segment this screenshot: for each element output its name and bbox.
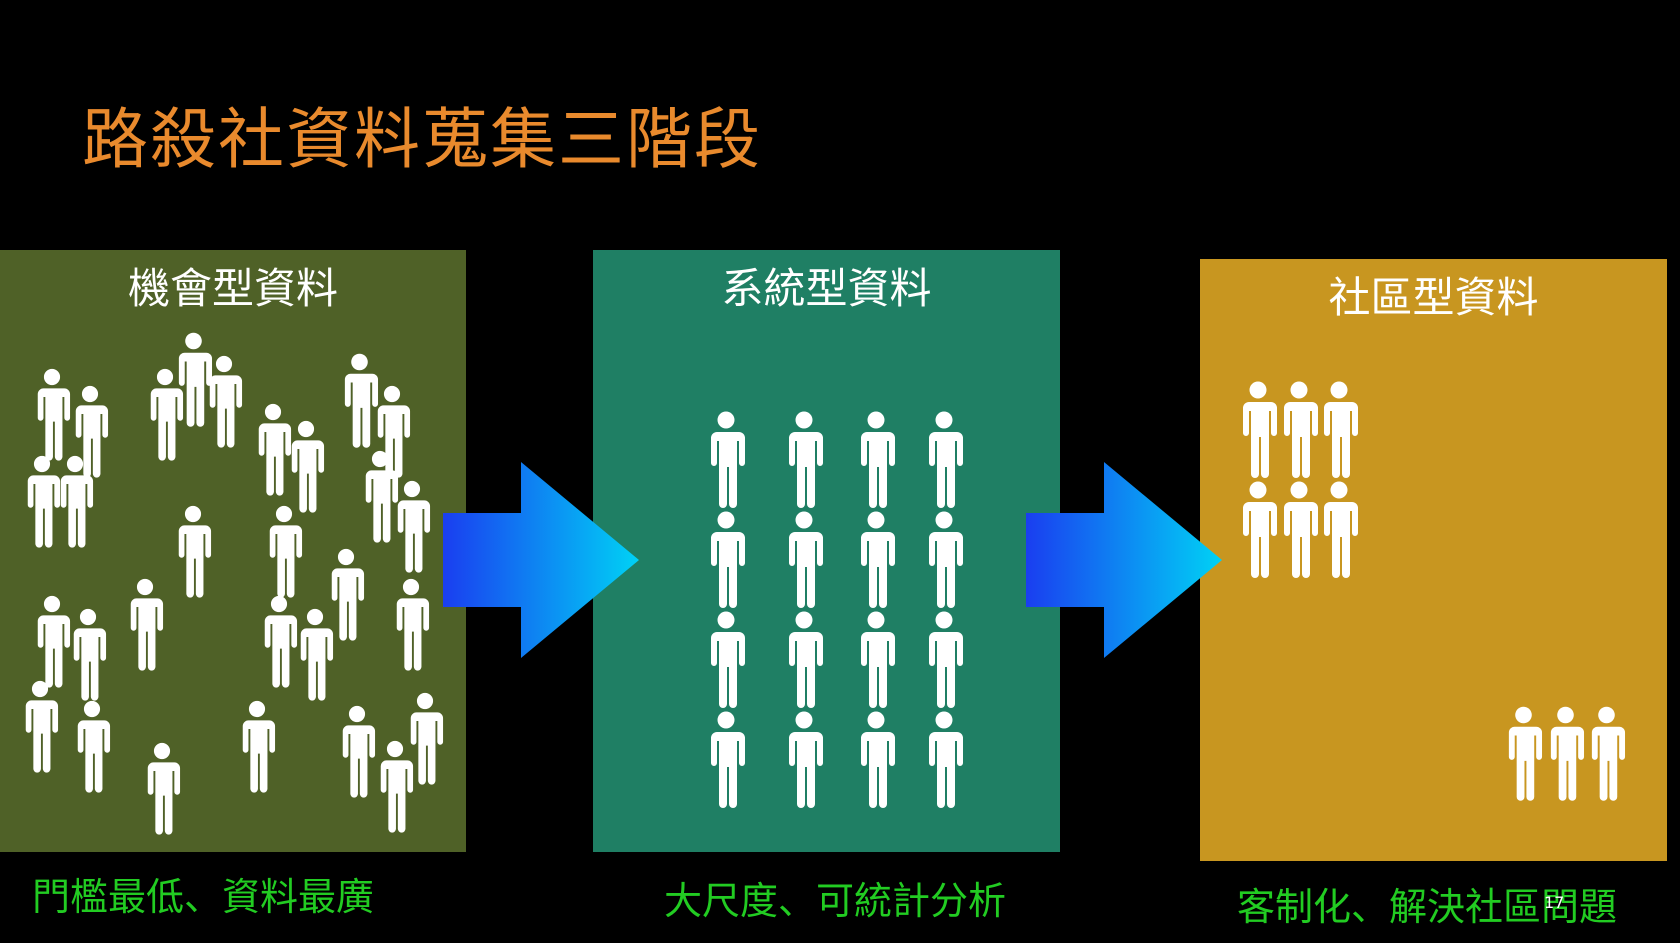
caption-systematic: 大尺度、可統計分析 <box>664 879 1007 923</box>
person-icon <box>856 511 896 609</box>
person-icon <box>254 403 292 497</box>
page-number: 17 <box>1544 893 1565 912</box>
person-icon <box>1504 706 1543 802</box>
person-icon <box>856 611 896 709</box>
person-icon <box>174 505 212 599</box>
person-icon <box>784 411 824 509</box>
person-icon <box>260 595 298 689</box>
person-icon <box>924 711 964 809</box>
panel-systematic-data: 系統型資料 <box>593 250 1060 852</box>
person-icon <box>56 455 94 549</box>
person-icon <box>856 711 896 809</box>
person-icon <box>238 700 276 794</box>
person-icon <box>784 711 824 809</box>
caption-opportunity: 門檻最低、資料最廣 <box>32 875 375 919</box>
right-arrow-icon <box>443 462 639 658</box>
person-icon <box>1279 381 1319 479</box>
person-icon <box>856 411 896 509</box>
person-icon <box>376 740 414 834</box>
person-icon <box>205 355 243 449</box>
person-icon <box>706 511 746 609</box>
person-icon <box>393 480 431 574</box>
person-icon <box>327 548 365 642</box>
person-icon <box>784 611 824 709</box>
panel-community-data: 社區型資料 <box>1200 259 1667 861</box>
person-icon <box>296 608 334 702</box>
person-icon <box>924 511 964 609</box>
person-icon <box>33 595 71 689</box>
person-icon <box>69 608 107 702</box>
person-icon <box>287 420 325 514</box>
panel-label: 社區型資料 <box>1328 273 1539 322</box>
panel-label: 系統型資料 <box>721 264 932 313</box>
person-icon <box>706 711 746 809</box>
person-icon <box>392 578 430 672</box>
person-icon <box>21 680 59 774</box>
right-arrow-icon <box>1026 462 1222 658</box>
person-icon <box>126 578 164 672</box>
person-icon <box>784 511 824 609</box>
person-icon <box>143 742 181 836</box>
person-icon <box>706 611 746 709</box>
page-title: 路殺社資料蒐集三階段 <box>82 101 762 178</box>
person-icon <box>924 411 964 509</box>
person-icon <box>1279 481 1319 579</box>
person-icon <box>33 368 71 462</box>
person-icon <box>924 611 964 709</box>
panel-label: 機會型資料 <box>127 264 338 313</box>
person-icon <box>1319 481 1359 579</box>
person-icon <box>146 368 184 462</box>
person-icon <box>1546 706 1585 802</box>
person-icon <box>406 692 444 786</box>
person-icon <box>71 385 109 479</box>
person-icon <box>265 505 303 599</box>
person-icon <box>338 705 376 799</box>
person-icon <box>1238 381 1278 479</box>
person-icon <box>1587 706 1626 802</box>
person-icon <box>23 455 61 549</box>
person-icon <box>73 700 111 794</box>
person-icon <box>706 411 746 509</box>
person-icon <box>174 332 213 428</box>
person-icon <box>1319 381 1359 479</box>
caption-community: 客制化、解決社區問題 <box>1237 885 1618 929</box>
person-icon <box>361 450 399 544</box>
person-icon <box>340 353 379 449</box>
person-icon <box>1238 481 1278 579</box>
